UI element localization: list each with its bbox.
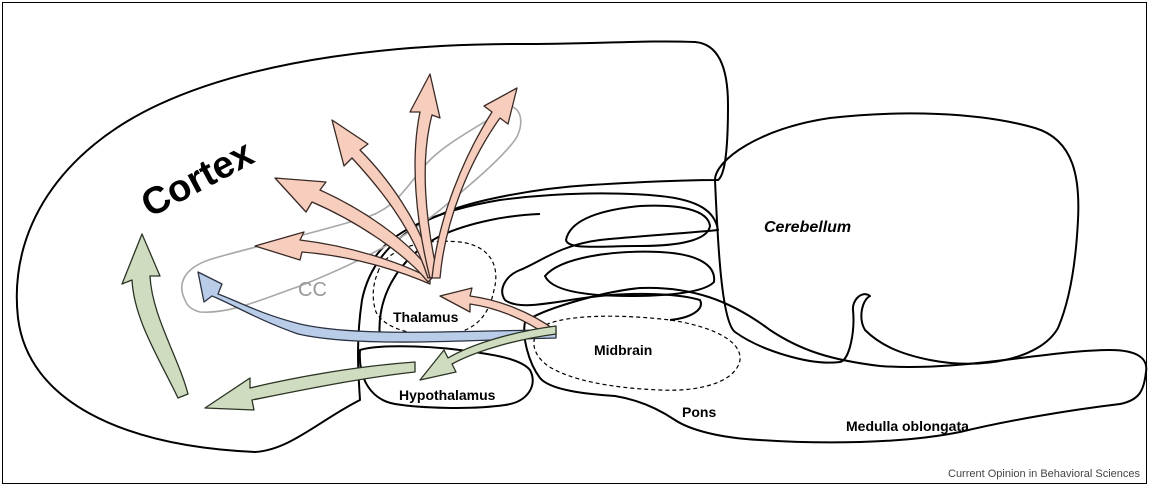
cerebellum-label: Cerebellum [764,219,851,236]
colliculus-upper [566,206,710,247]
thalamocortical-arrow-5 [432,88,517,278]
cerebellum-outline [715,113,1078,363]
brainstem-outline [524,288,1146,443]
hypothalamus-label: Hypothalamus [399,387,496,403]
green-arrow-ascending-left [122,234,188,398]
green-arrow-to-lower-cortex [205,362,415,410]
thalamus-label: Thalamus [393,309,459,325]
thalamocortical-arrow-4 [410,74,440,278]
source-credit: Current Opinion in Behavioral Sciences [948,468,1140,480]
midbrain-label: Midbrain [594,342,652,358]
pons-label: Pons [682,404,716,420]
medulla-label: Medulla oblongata [846,418,969,434]
cc-label: CC [298,279,327,301]
cortex-label: Cortex [135,132,261,226]
